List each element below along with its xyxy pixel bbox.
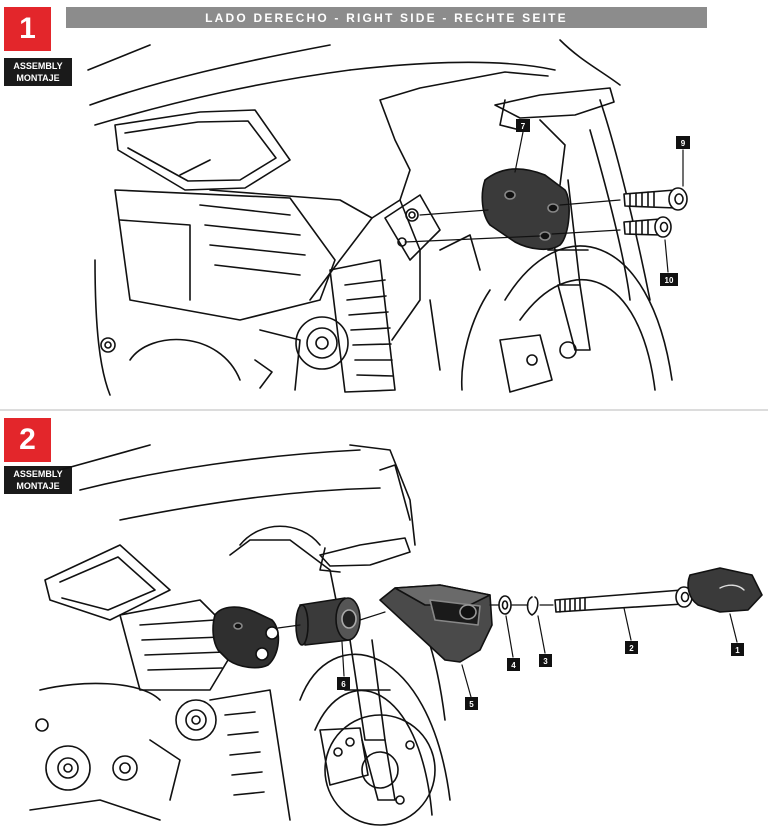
callout-5-label: 5 (469, 700, 474, 709)
callout-tag-10: 10 (660, 273, 678, 286)
step-2-badge: 2 (4, 418, 51, 462)
step-2-leader-lines (277, 604, 738, 698)
step-2-number: 2 (19, 423, 36, 456)
step-2-long-bolt (554, 586, 693, 613)
header-title: LADO DERECHO - RIGHT SIDE - RECHTE SEITE (205, 10, 568, 25)
step-2-lock-ring (526, 596, 539, 616)
step-2-motorcycle-outline (29, 444, 451, 826)
callout-4-label: 4 (511, 661, 516, 670)
section-divider (0, 409, 768, 411)
step-1-number: 1 (19, 12, 36, 45)
callout-tag-7: 7 (516, 119, 530, 132)
callout-tag-2: 2 (625, 641, 638, 654)
callout-2-label: 2 (629, 644, 634, 653)
callout-tag-9: 9 (676, 136, 690, 149)
step-1-leader-lines (404, 131, 684, 273)
step-1-bolt-short (623, 216, 672, 238)
header-banner: LADO DERECHO - RIGHT SIDE - RECHTE SEITE (66, 7, 707, 28)
callout-tag-3: 3 (539, 654, 552, 667)
step-1-label-line1: ASSEMBLY (13, 61, 63, 71)
step-2-label: ASSEMBLY MONTAJE (4, 466, 72, 494)
step-2-callouts: 1 2 3 4 5 6 (337, 641, 744, 710)
callout-6-label: 6 (341, 680, 346, 689)
step-2-end-cap (687, 567, 763, 613)
callout-tag-6: 6 (337, 677, 350, 690)
step-2-cylinder-spacer (295, 597, 361, 646)
callout-tag-5: 5 (465, 697, 478, 710)
callout-tag-4: 4 (507, 658, 520, 671)
step-1-label: ASSEMBLY MONTAJE (4, 58, 72, 86)
step-1-spacer-block (481, 168, 570, 251)
step-2-washer (498, 595, 512, 615)
step-2-label-line1: ASSEMBLY (13, 469, 63, 479)
step-1-bolt-long (623, 187, 688, 211)
step-1-callouts: 7 9 10 (516, 119, 690, 286)
step-2-slider-body (379, 584, 493, 663)
callout-tag-1: 1 (731, 643, 744, 656)
step-1-badge: 1 (4, 7, 51, 51)
callout-3-label: 3 (543, 657, 548, 666)
step-2-mounted-spacer (212, 606, 280, 669)
callout-7-label: 7 (521, 122, 526, 131)
callout-9-label: 9 (681, 139, 686, 148)
step-1-label-line2: MONTAJE (16, 73, 60, 83)
callout-1-label: 1 (735, 646, 740, 655)
callout-10-label: 10 (665, 276, 674, 285)
step-2-label-line2: MONTAJE (16, 481, 60, 491)
step-1-motorcycle-outline (87, 39, 673, 396)
